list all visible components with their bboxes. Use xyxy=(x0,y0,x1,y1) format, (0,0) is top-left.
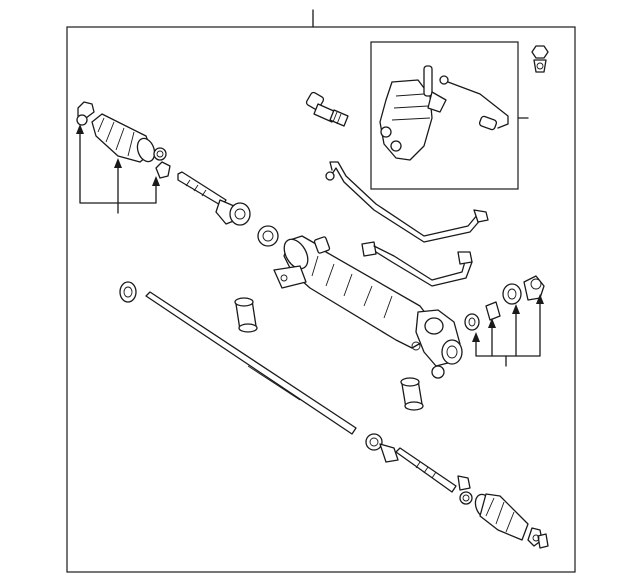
seal-kit xyxy=(464,275,545,331)
mounting-bushing-lower xyxy=(400,377,424,411)
inner-tie-rod-right xyxy=(365,433,457,493)
mounting-bushing-upper xyxy=(234,297,258,333)
boot-clamp-right xyxy=(457,475,473,505)
rack-boot-left xyxy=(91,113,156,163)
outer-tie-rod-end-right xyxy=(527,527,549,549)
rack-boot-right xyxy=(474,493,529,541)
union-bolt xyxy=(305,91,349,127)
inner-tie-rod-left xyxy=(177,171,251,226)
nut xyxy=(531,45,549,73)
rack-bushing xyxy=(257,225,279,247)
steering-gear-housing-end xyxy=(411,309,463,379)
diagram-frame xyxy=(66,26,576,573)
pressure-tube-upper xyxy=(325,161,489,243)
right-callout-bracket xyxy=(472,294,544,367)
rack-bar xyxy=(119,281,357,435)
pressure-tube-lower xyxy=(361,241,473,287)
control-valve-inset xyxy=(370,41,529,190)
left-callout-bracket xyxy=(76,124,160,214)
power-cylinder-housing xyxy=(273,235,433,349)
boot-clamp-left xyxy=(153,147,171,179)
outer-tie-rod-end-left xyxy=(76,101,95,126)
